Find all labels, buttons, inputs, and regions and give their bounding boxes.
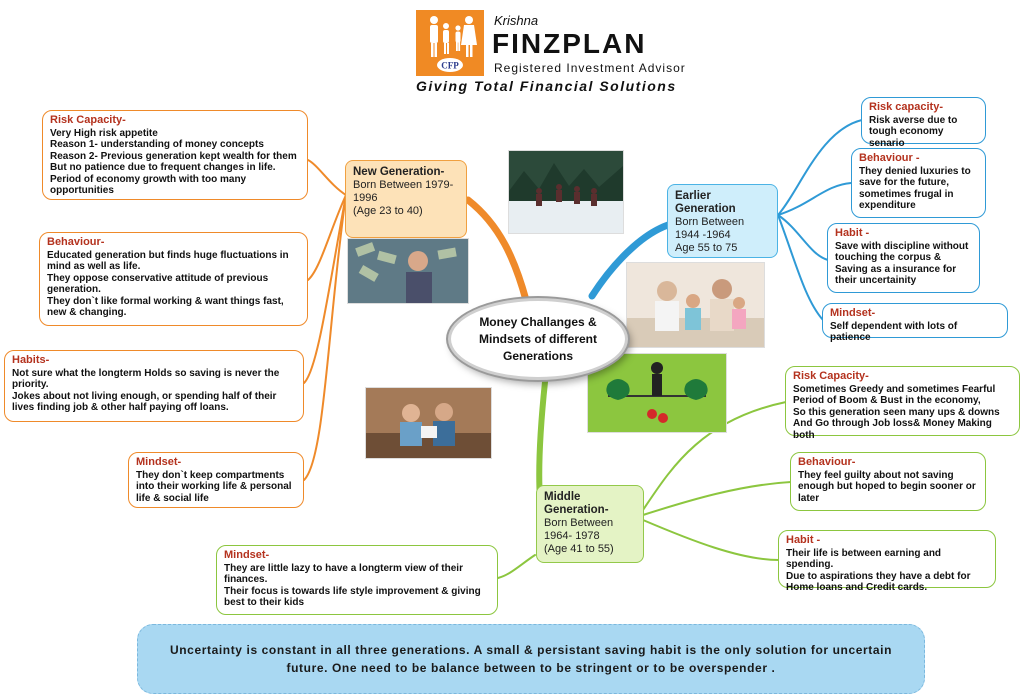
new-generation-node: New Generation- Born Between 1979-1996 (… [345, 160, 467, 238]
logo-family-icon: CFP [416, 10, 484, 76]
middle-gen-habit-box: Habit - Their life is between earning an… [778, 530, 996, 593]
new-gen-habits-text: Not sure what the longterm Holds so savi… [12, 367, 280, 414]
earlier-gen-mindset-text: Self dependent with lots of patience [830, 320, 958, 344]
brand-name-small: Krishna [494, 13, 539, 28]
connector-earlier-behaviour [777, 182, 852, 216]
connector-new-mindset [303, 194, 347, 481]
middle-gen-behaviour-heading: Behaviour- [798, 456, 856, 468]
middle-gen-risk-text: Sometimes Greedy and sometimes Fearful P… [793, 383, 1000, 441]
middle-generation-title: Middle Generation- [544, 491, 609, 516]
middle-gen-habit-heading: Habit - [786, 534, 821, 546]
connector-new-risk [307, 159, 347, 196]
photo-young-group-snow [508, 150, 624, 234]
new-gen-behaviour-box: Behaviour- Educated generation but finds… [39, 232, 308, 326]
new-gen-risk-capacity-box: Risk Capacity- Very High risk appetite R… [42, 110, 308, 200]
earlier-gen-risk-text: Risk averse due to tough economy senario [869, 114, 958, 149]
new-gen-mindset-box: Mindset- They don`t keep compartments in… [128, 452, 304, 508]
new-gen-habits-box: Habits- Not sure what the longterm Holds… [4, 350, 304, 422]
connector-center-middle [536, 379, 548, 503]
earlier-gen-behaviour-box: Behaviour - They denied luxuries to save… [851, 148, 986, 218]
new-generation-detail: Born Between 1979-1996 (Age 23 to 40) [353, 179, 454, 217]
new-gen-risk-heading: Risk Capacity- [50, 114, 126, 126]
earlier-gen-habit-box: Habit - Save with discipline without tou… [827, 223, 980, 293]
connector-earlier-risk [777, 119, 863, 216]
photo-young-man-money [347, 238, 469, 304]
earlier-generation-detail: Born Between 1944 -1964 Age 55 to 75 [675, 216, 745, 254]
earlier-gen-habit-text: Save with discipline without touching th… [835, 240, 969, 287]
earlier-gen-habit-heading: Habit - [835, 227, 870, 239]
middle-gen-risk-capacity-box: Risk Capacity- Sometimes Greedy and some… [785, 366, 1020, 441]
connector-middle-behaviour [642, 481, 792, 516]
logo-badge-text: CFP [441, 61, 459, 71]
new-gen-mindset-text: They don`t keep compartments into their … [136, 469, 292, 504]
connector-middle-habit [642, 519, 780, 561]
middle-gen-mindset-box: Mindset- They are little lazy to have a … [216, 545, 498, 615]
new-gen-risk-text: Very High risk appetite Reason 1- unders… [50, 127, 297, 197]
earlier-gen-behaviour-text: They denied luxuries to save for the fut… [859, 165, 971, 212]
earlier-gen-mindset-box: Mindset- Self dependent with lots of pat… [822, 303, 1008, 343]
connector-middle-risk [642, 401, 787, 511]
center-topic: Money Challanges & Mindsets of different… [448, 298, 628, 380]
connector-earlier-habit [777, 214, 829, 261]
photo-couple-reviewing-paper [365, 387, 492, 459]
connector-middle-mindset [497, 554, 536, 579]
brand-name: FINZPLAN [492, 28, 647, 59]
photo-grandparents-kids [626, 262, 765, 348]
new-gen-behaviour-text: Educated generation but finds huge fluct… [47, 249, 289, 319]
new-gen-habits-heading: Habits- [12, 354, 50, 366]
middle-gen-mindset-text: They are little lazy to have a longterm … [224, 562, 481, 609]
connector-new-habits [303, 194, 347, 384]
brand-tagline: Giving Total Financial Solutions [416, 78, 677, 94]
connector-center-new [464, 196, 530, 304]
new-generation-title: New Generation- [353, 166, 445, 178]
brand-subtitle: Registered Investment Advisor [494, 61, 686, 75]
footer-message: Uncertainty is constant in all three gen… [137, 624, 925, 694]
earlier-generation-node: Earlier Generation Born Between 1944 -19… [667, 184, 778, 258]
connector-earlier-mindset [777, 214, 824, 321]
earlier-gen-behaviour-heading: Behaviour - [859, 152, 920, 164]
earlier-gen-risk-capacity-box: Risk capacity- Risk averse due to tough … [861, 97, 986, 149]
connector-new-behaviour [307, 194, 347, 281]
connector-center-earlier [588, 221, 672, 300]
middle-generation-node: Middle Generation- Born Between 1964- 19… [536, 485, 644, 563]
middle-gen-behaviour-box: Behaviour- They feel guilty about not sa… [790, 452, 986, 511]
new-gen-behaviour-heading: Behaviour- [47, 236, 105, 248]
photo-money-balance-illustration [587, 353, 727, 433]
earlier-gen-mindset-heading: Mindset- [830, 307, 876, 319]
middle-gen-risk-heading: Risk Capacity- [793, 370, 869, 382]
middle-gen-mindset-heading: Mindset- [224, 549, 270, 561]
earlier-gen-risk-heading: Risk capacity- [869, 101, 943, 113]
new-gen-mindset-heading: Mindset- [136, 456, 182, 468]
middle-gen-behaviour-text: They feel guilty about not saving enough… [798, 469, 976, 504]
middle-gen-habit-text: Their life is between earning and spendi… [786, 547, 971, 594]
middle-generation-detail: Born Between 1964- 1978 (Age 41 to 55) [544, 517, 614, 555]
earlier-generation-title: Earlier Generation [675, 190, 736, 215]
